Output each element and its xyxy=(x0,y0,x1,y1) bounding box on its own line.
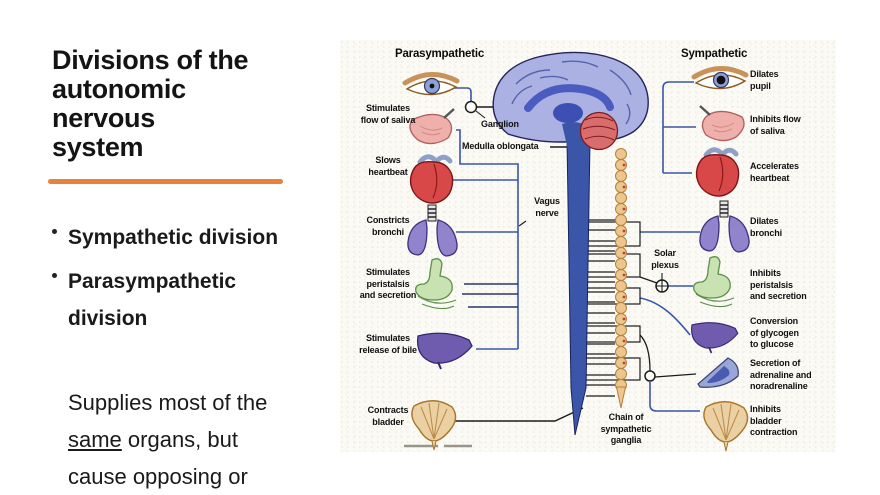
note-line-2: same organs, but xyxy=(68,428,238,452)
liver-icon-right xyxy=(690,321,739,354)
sympathetic-label-peristalsis: Inhibits peristalsis and secretion xyxy=(750,268,807,301)
sympathetic-label-bladder: Inhibits bladder contraction xyxy=(750,404,798,437)
sympathetic-label-adrenaline: Secretion of adrenaline and noradrenalin… xyxy=(750,358,812,391)
parasympathetic-label-heartbeat: Slows heartbeat xyxy=(368,155,408,177)
stomach-icon-right xyxy=(693,256,735,308)
heart-icon-right xyxy=(697,150,739,196)
lungs-icon-right xyxy=(699,200,750,253)
parasympathetic-label-bile: Stimulates release of bile xyxy=(359,333,417,355)
parasympathetic-label-peristalsis: Stimulates peristalsis and secretion xyxy=(359,267,417,300)
adrenal-ganglion-symbol xyxy=(644,370,656,382)
label-medulla-oblongata: Medulla oblongata xyxy=(462,141,539,151)
sympathetic-header: Sympathetic xyxy=(681,48,748,60)
sympathetic-label-heartbeat: Accelerates heartbeat xyxy=(750,161,799,183)
sympathetic-label-saliva: Inhibits flow of saliva xyxy=(750,114,801,136)
eye-icon-right xyxy=(694,68,746,88)
parasympathetic-header: Parasympathetic xyxy=(395,48,485,60)
label-sympathetic-chain: Chain of sympathetic ganglia xyxy=(600,412,652,445)
title-accent-rule xyxy=(48,179,283,184)
bladder-icon-right xyxy=(703,401,749,452)
cerebellum xyxy=(579,111,619,151)
note-line-3: cause opposing or xyxy=(68,464,248,489)
salivary-gland-icon-right xyxy=(698,104,746,142)
nerve-group-brackets xyxy=(585,221,641,381)
sympathetic-label-glycogen: Conversion of glycogen to glucose xyxy=(750,316,799,349)
solar-plexus-symbol xyxy=(655,279,669,293)
bullet-sympathetic: Sympathetic division xyxy=(52,219,278,256)
spinal-cord xyxy=(566,139,591,436)
adrenal-gland-icon xyxy=(697,357,739,388)
parasympathetic-label-bronchi: Constricts bronchi xyxy=(366,215,410,237)
note-line-1: Supplies most of the xyxy=(68,390,268,415)
brain-illustration xyxy=(492,51,649,151)
bullet-text: Sympathetic division xyxy=(68,226,279,249)
label-solar-plexus: Solar plexus xyxy=(651,248,679,270)
parasympathetic-label-bladder: Contracts bladder xyxy=(367,405,409,427)
chain-ganglia-dots xyxy=(622,163,626,365)
spinal-nerve-rungs xyxy=(586,219,615,397)
sympathetic-label-bronchi: Dilates bronchi xyxy=(750,216,782,238)
note-underlined-word: same xyxy=(68,427,122,452)
stomach-nerve-lines-left xyxy=(462,283,518,308)
ganglion-symbol xyxy=(464,100,478,114)
bullet-dot xyxy=(52,273,57,278)
page-title: Divisions of the autonomic nervous syste… xyxy=(52,45,249,162)
label-vagus-nerve: Vagus nerve xyxy=(534,196,560,218)
sympathetic-chain xyxy=(615,148,627,409)
sympathetic-nerve-lines xyxy=(639,81,700,412)
parasympathetic-label-saliva: Stimulates flow of saliva xyxy=(360,103,416,125)
bullet-text: Parasympathetic division xyxy=(68,270,237,330)
autonomic-nervous-system-diagram: Parasympathetic Sympathetic Ganglion Med… xyxy=(340,40,836,452)
sympathetic-label-pupil: Dilates pupil xyxy=(750,69,779,91)
dilated-pupil xyxy=(716,75,726,85)
eye-icon-left xyxy=(405,74,457,94)
note-line-2-rest: organs, but xyxy=(121,427,238,452)
label-ganglion: Ganglion xyxy=(481,119,519,129)
bullet-dot xyxy=(52,229,57,234)
bullet-parasympathetic: Parasympathetic division xyxy=(52,263,236,337)
